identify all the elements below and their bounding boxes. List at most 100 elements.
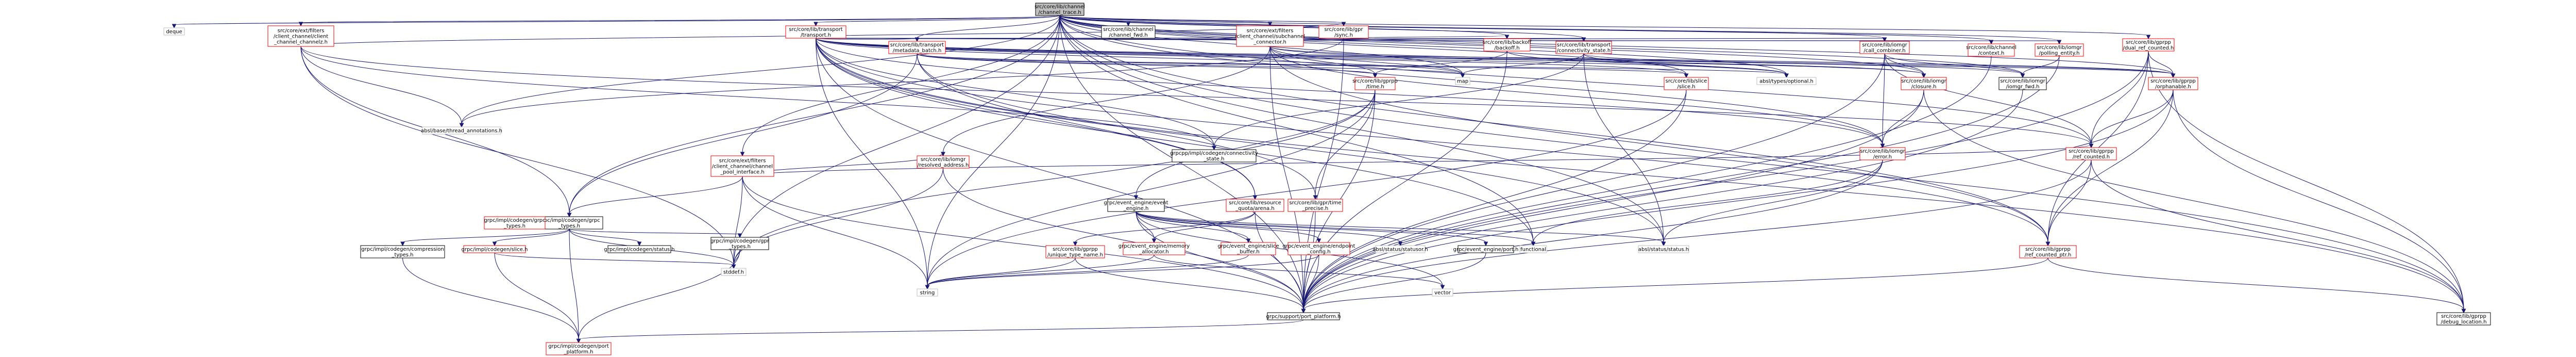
edge-line	[1303, 257, 2048, 310]
edge-line	[2148, 51, 2174, 75]
node-status_cg[interactable]: grpc/impl/codegen/status.h	[604, 245, 675, 253]
node-root[interactable]: src/core/lib/channel/channel_trace.h	[1035, 3, 1085, 16]
node-label: /client_channel/channel	[712, 164, 773, 170]
node-port_platform[interactable]: grpc/support/port_platform.h	[1266, 312, 1341, 320]
node-vector[interactable]: vector	[1432, 288, 1453, 297]
node-label: /call_combiner.h	[1863, 48, 1905, 54]
edge-time-to-time_precise	[1313, 89, 1376, 200]
node-statusor[interactable]: absl/status/statusor.h	[1372, 245, 1428, 253]
node-grpc_types_sub[interactable]: grpc/impl/codegen/grpc_types.h	[484, 216, 546, 230]
node-slice_buffer[interactable]: grpc/event_engine/slice_buffer.h	[1217, 242, 1279, 255]
edge-line	[1059, 15, 1687, 75]
edge-dual_ref-to-port_platform	[1301, 51, 2149, 314]
node-box	[888, 41, 946, 54]
node-grpc_types[interactable]: grpc/impl/codegen/grpc_types.h	[535, 216, 603, 230]
node-label: /client_channel/subchannel	[1235, 34, 1305, 40]
node-thread_ann[interactable]: absl/base/thread_annotations.h	[421, 126, 502, 135]
edge-time-to-event_engine	[1133, 89, 1376, 200]
edge-arrowhead	[1483, 241, 1488, 247]
node-ref_counted[interactable]: src/core/lib/gprpp/ref_counted.h	[2065, 147, 2117, 160]
edge-line	[816, 38, 1687, 75]
node-label: _types.h	[503, 223, 526, 229]
edge-arrowhead	[737, 233, 742, 238]
node-functional[interactable]: functional	[1519, 245, 1547, 253]
node-deque[interactable]: deque	[163, 27, 185, 36]
edge-line	[1059, 15, 2048, 243]
node-compression[interactable]: grpc/impl/codegen/compression_types.h	[360, 245, 445, 258]
node-port_h[interactable]: grpc/event_engine/port.h	[1453, 245, 1519, 253]
node-dual_ref[interactable]: src/core/lib/gprpp/dual_ref_counted.h	[2122, 38, 2175, 52]
node-event_engine[interactable]: grpc/event_engine/event_engine.h	[1104, 199, 1168, 212]
node-client_channel[interactable]: src/core/ext/filters/client_channel/clie…	[267, 25, 334, 47]
node-resource_quota[interactable]: src/core/lib/resource_quota/arena.h	[1226, 199, 1284, 212]
node-memory_alloc[interactable]: grpc/event_engine/memory_allocator.h	[1118, 242, 1190, 255]
node-label: grpc/event_engine/memory	[1118, 244, 1190, 249]
edge-root-to-debug_location	[1059, 15, 2466, 314]
node-polling[interactable]: src/core/lib/iomgr/polling_entity.h	[2035, 43, 2084, 57]
edge-ref_counted_ptr-to-port_platform	[1301, 257, 2048, 314]
node-endpoint_cfg[interactable]: grpc/event_engine/endpoint_config.h	[1283, 242, 1355, 255]
edge-transport-to-ref_counted_ptr	[816, 38, 2050, 247]
node-impl_port_platform[interactable]: grpc/impl/codegen/port_platform.h	[546, 342, 612, 355]
node-conn_state[interactable]: src/core/lib/transport/connectivity_stat…	[1555, 41, 1612, 54]
edge-line	[927, 89, 1687, 286]
edge-event_engine-to-statusor	[1136, 211, 1403, 247]
node-label: src/core/lib/iomgr	[921, 157, 966, 163]
node-box	[1287, 242, 1350, 255]
node-backoff[interactable]: src/core/lib/backoff/backoff.h	[1483, 38, 1532, 52]
edge-conn_state-to-optional	[1583, 53, 1789, 78]
node-slice_codegen[interactable]: grpc/impl/codegen/slice.h	[462, 245, 528, 253]
node-slice_h[interactable]: src/core/lib/slice/slice.h	[1664, 77, 1709, 90]
node-label: _pool_interface.h	[720, 170, 764, 175]
node-label: _types.h	[391, 252, 413, 258]
edge-line	[2047, 257, 2464, 310]
edge-line	[174, 15, 1060, 25]
node-box	[1968, 43, 2015, 57]
node-gpr_types[interactable]: grpc/impl/codegen/gpr_types.h	[710, 237, 770, 250]
node-transport[interactable]: src/core/lib/transport/transport.h	[785, 25, 846, 39]
edge-line	[1136, 211, 1486, 243]
node-label: absl/status/statusor.h	[1372, 247, 1428, 253]
node-conn_state_cpp[interactable]: grpcpp/impl/codegen/connectivity_state.h	[1170, 149, 1258, 163]
node-channel_fwd[interactable]: src/core/lib/channel/channel_fwd.h	[1101, 25, 1156, 39]
edge-client_channel-to-thread_ann	[300, 46, 464, 128]
node-label: src/core/lib/gprpp	[1053, 247, 1098, 252]
node-label: /context.h	[1978, 51, 2005, 56]
node-time_precise[interactable]: src/core/lib/gpr/time_precise.h	[1287, 199, 1343, 212]
edge-subchannel-to-port_platform	[1269, 46, 1306, 314]
edge-line	[1136, 211, 1534, 243]
edge-line	[1136, 89, 1376, 197]
node-box	[1998, 77, 2047, 90]
node-ref_counted_ptr[interactable]: src/core/lib/gprpp/ref_counted_ptr.h	[2019, 245, 2077, 258]
node-error[interactable]: src/core/lib/iomgr/error.h	[1859, 147, 1906, 160]
node-closure[interactable]: src/core/lib/iomgr/closure.h	[1901, 77, 1947, 90]
node-pool_iface[interactable]: src/core/ext/filters/client_channel/chan…	[710, 155, 774, 177]
edge-arrowhead	[1301, 309, 1306, 314]
node-metadata_batch[interactable]: src/core/lib/transport/metadata_batch.h	[888, 41, 946, 54]
edge-line	[300, 46, 2092, 145]
edge-line	[2047, 159, 2092, 243]
node-map[interactable]: map	[1455, 77, 1470, 85]
node-box	[917, 288, 938, 297]
node-subchannel[interactable]: src/core/ext/filters/client_channel/subc…	[1235, 25, 1305, 47]
node-debug_location[interactable]: src/core/lib/gprpp/debug_location.h	[2436, 312, 2491, 326]
edge-line	[742, 176, 1304, 310]
node-unique_type[interactable]: src/core/lib/gprpp/unique_type_name.h	[1045, 245, 1105, 258]
edge-arrowhead	[2020, 73, 2025, 78]
node-stddef[interactable]: stddef.h	[721, 268, 747, 276]
node-string[interactable]: string	[917, 288, 938, 297]
node-box	[1375, 245, 1426, 253]
edge-line	[1136, 211, 1319, 240]
node-abs_status[interactable]: absl/status/status.h	[1638, 245, 1689, 253]
node-sync[interactable]: src/core/lib/gpr/sync.h	[1318, 25, 1369, 39]
edge-arrowhead	[1921, 73, 1926, 78]
edge-line	[742, 176, 928, 286]
node-iomgr_fwd[interactable]: src/core/lib/iomgr/iomgr_fwd.h	[1998, 77, 2047, 90]
node-call_combiner[interactable]: src/core/lib/iomgr/call_combiner.h	[1859, 41, 1910, 54]
edge-line	[494, 229, 570, 243]
node-resolved_addr[interactable]: src/core/lib/iomgr/resolved_address.h	[917, 155, 970, 169]
node-orphanable[interactable]: src/core/lib/gprpp/orphanable.h	[2148, 77, 2198, 90]
node-optional[interactable]: absl/types/optional.h	[1756, 77, 1817, 85]
node-channel_ctx[interactable]: src/core/lib/channel/context.h	[1966, 43, 2016, 57]
node-time[interactable]: src/core/lib/gprpp/time.h	[1352, 77, 1398, 90]
